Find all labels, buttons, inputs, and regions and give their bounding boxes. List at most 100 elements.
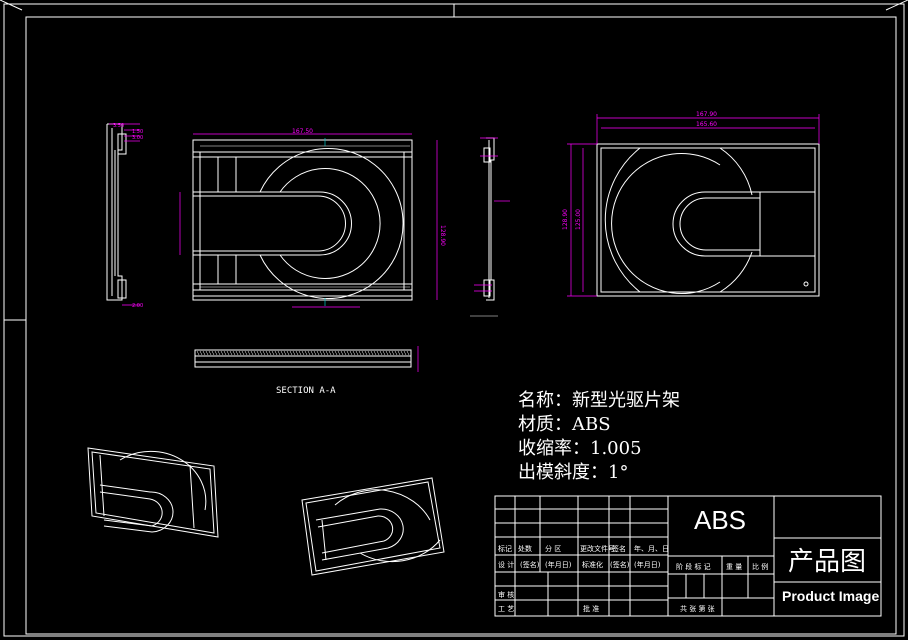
side-view-left <box>106 123 127 301</box>
hatch-line <box>298 350 302 356</box>
dim-side-4: 2.00 <box>132 303 143 309</box>
hatch-line <box>364 350 368 356</box>
hatch-line <box>259 350 263 356</box>
hatch-line <box>280 350 284 356</box>
hatch-line <box>208 350 212 356</box>
tb-review: 审 核 <box>498 591 515 599</box>
hatch-line <box>265 350 269 356</box>
hatch-line <box>199 350 203 356</box>
hatch-line <box>268 350 272 356</box>
hatch-line <box>304 350 308 356</box>
hatch-line <box>292 350 296 356</box>
tb-sign: 签名 <box>612 545 626 553</box>
hatch-line <box>229 350 233 356</box>
hatch-line <box>376 350 380 356</box>
hatch-line <box>367 350 371 356</box>
tb-sheets: 共 张 第 张 <box>680 605 715 613</box>
hatch-line <box>223 350 227 356</box>
tb-weight: 重 量 <box>726 563 743 571</box>
hatch-line <box>406 350 410 356</box>
hatch-line <box>352 350 356 356</box>
hatch-line <box>274 350 278 356</box>
hatch-line <box>295 350 299 356</box>
hatch-line <box>397 350 401 356</box>
hatch-line <box>241 350 245 356</box>
hatch-line <box>373 350 377 356</box>
hatch-line <box>310 350 314 356</box>
hatch-line <box>355 350 359 356</box>
hatch-line <box>247 350 251 356</box>
hatch-line <box>385 350 389 356</box>
tb-standard-sign: (签名) <box>610 561 630 569</box>
tb-design-date: (年月日) <box>545 561 572 569</box>
spec-name: 名称：新型光驱片架 <box>518 390 680 411</box>
hatch-line <box>400 350 404 356</box>
hatch-line <box>217 350 221 356</box>
tb-stage-mark: 阶 段 标 记 <box>676 563 711 571</box>
hatch-line <box>361 350 365 356</box>
hatch-line <box>301 350 305 356</box>
hatch-line <box>283 350 287 356</box>
tb-design: 设 计 <box>498 561 515 569</box>
hatch-line <box>394 350 398 356</box>
tb-standard-date: (年月日) <box>634 561 661 569</box>
hatch-line <box>403 350 407 356</box>
tb-scale: 比 例 <box>752 563 769 571</box>
dim-height-1: 128.90 <box>562 209 569 230</box>
tb-count: 处数 <box>518 545 532 553</box>
dim-side-2: 1.50 <box>132 129 143 135</box>
hatch-line <box>262 350 266 356</box>
side-view-dimensions <box>109 123 140 306</box>
tb-standard: 标准化 <box>582 561 603 569</box>
hatch-line <box>253 350 257 356</box>
hatch-line <box>358 350 362 356</box>
tb-approve: 批 准 <box>583 605 600 613</box>
top-view-hatch <box>200 145 410 288</box>
right-view-dimensions <box>567 114 820 297</box>
dim-front-width: 167.50 <box>292 128 313 135</box>
hatch-line <box>256 350 260 356</box>
hatch-line <box>289 350 293 356</box>
hatch-line <box>226 350 230 356</box>
right-side-dimensions <box>474 137 510 292</box>
hatch-line <box>328 350 332 356</box>
section-hatch <box>196 350 410 356</box>
hatch-line <box>340 350 344 356</box>
tb-zone: 分 区 <box>545 545 562 553</box>
hatch-line <box>349 350 353 356</box>
hatch-line <box>307 350 311 356</box>
hatch-line <box>337 350 341 356</box>
hatch-line <box>196 350 200 356</box>
dim-front-height: 128.90 <box>439 225 446 246</box>
hatch-line <box>244 350 248 356</box>
drawing-frame <box>25 16 897 635</box>
title-material: ABS <box>694 505 747 535</box>
section-label: SECTION A-A <box>276 386 336 396</box>
hatch-line <box>214 350 218 356</box>
hatch-line <box>346 350 350 356</box>
hatch-line <box>277 350 281 356</box>
hatch-line <box>334 350 338 356</box>
hatch-line <box>316 350 320 356</box>
hatch-line <box>388 350 392 356</box>
tb-design-sign: (签名) <box>520 561 540 569</box>
tb-change-doc: 更改文件号 <box>580 545 615 553</box>
dim-width-1: 167.90 <box>696 111 717 118</box>
hatch-line <box>391 350 395 356</box>
hatch-line <box>370 350 374 356</box>
hatch-line <box>271 350 275 356</box>
section-view <box>194 349 412 368</box>
tb-mark: 标记 <box>498 545 512 553</box>
hatch-line <box>250 350 254 356</box>
tb-date: 年、月、日 <box>634 545 669 553</box>
title-subtitle: Product Image <box>782 588 880 604</box>
dim-side-1: 3.50 <box>113 123 124 129</box>
dim-width-2: 165.60 <box>696 121 717 128</box>
spec-material: 材质：ABS <box>518 414 611 435</box>
top-view-right <box>596 143 820 297</box>
hatch-line <box>220 350 224 356</box>
hatch-line <box>238 350 242 356</box>
